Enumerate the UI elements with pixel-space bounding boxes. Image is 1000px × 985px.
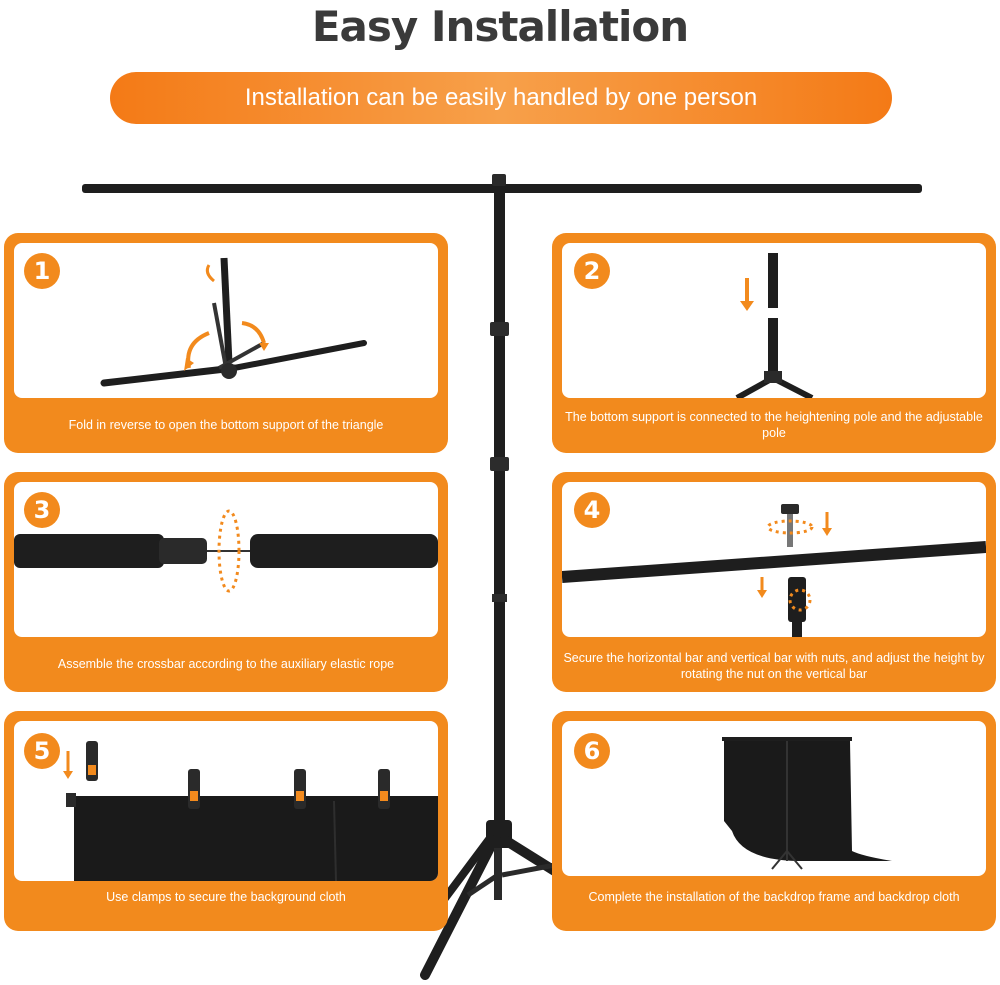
tripod-brace (466, 872, 500, 898)
step-card-6: 6 Complete the installation of the backd… (552, 711, 996, 931)
step-number-badge: 3 (24, 492, 60, 528)
step-image-frame: 1 (14, 243, 438, 398)
pole-joint (492, 594, 507, 602)
step-caption: Fold in reverse to open the bottom suppo… (68, 418, 384, 432)
pole-lock (490, 457, 509, 471)
clamp-cloth-illustration (63, 741, 438, 881)
step-card-3: 3 Assemble the crossbar according to the… (4, 472, 448, 692)
tripod-brace (501, 862, 556, 878)
nut-secure-illustration (562, 504, 986, 637)
step-caption: Complete the installation of the backdro… (588, 890, 960, 904)
page-title: Easy Installation (311, 2, 689, 51)
step-image-frame: 2 (562, 243, 986, 398)
step-card-2: 2 The bottom support is connected to the… (552, 233, 996, 453)
tripod-leg (436, 834, 494, 909)
step-caption: Use clamps to secure the background clot… (106, 890, 346, 904)
clamp-icon (188, 769, 200, 809)
step-number-badge: 5 (24, 733, 60, 769)
step-image-frame: 5 (14, 721, 438, 881)
crossbar-assembly-illustration (14, 509, 438, 593)
crossbar (82, 184, 922, 193)
step-number-badge: 1 (24, 253, 60, 289)
pole-lock (490, 322, 509, 336)
clamp-icon (86, 741, 98, 781)
step-card-1: 1 Fold in reverse to open the bottom sup… (4, 233, 448, 453)
clamp-icon (378, 769, 390, 809)
finished-backdrop-illustration (722, 737, 892, 870)
clamp-icon (294, 769, 306, 809)
step-card-5: 5 Use clamps to secure the background cl… (4, 711, 448, 931)
step-caption: Secure the horizontal bar and vertical b… (563, 651, 985, 681)
subtitle-banner: Installation can be easily handled by on… (110, 72, 892, 124)
crossbar-knob (492, 174, 506, 186)
step-image-frame: 6 (562, 721, 986, 876)
step-number-badge: 6 (574, 733, 610, 769)
tripod-base-fold-illustration (100, 257, 367, 387)
step-caption: Assemble the crossbar according to the a… (57, 657, 395, 671)
step-number-badge: 4 (574, 492, 610, 528)
tripod-leg (420, 835, 499, 980)
step-image-frame: 3 (14, 482, 438, 637)
step-card-4: 4 Secure the horizontal bar and vertical… (552, 472, 996, 692)
vertical-pole (494, 190, 505, 830)
step-caption: The bottom support is connected to the h… (565, 410, 983, 440)
step-image-frame: 4 (562, 482, 986, 637)
step-number-badge: 2 (574, 253, 610, 289)
pole-connect-illustration (735, 253, 814, 398)
